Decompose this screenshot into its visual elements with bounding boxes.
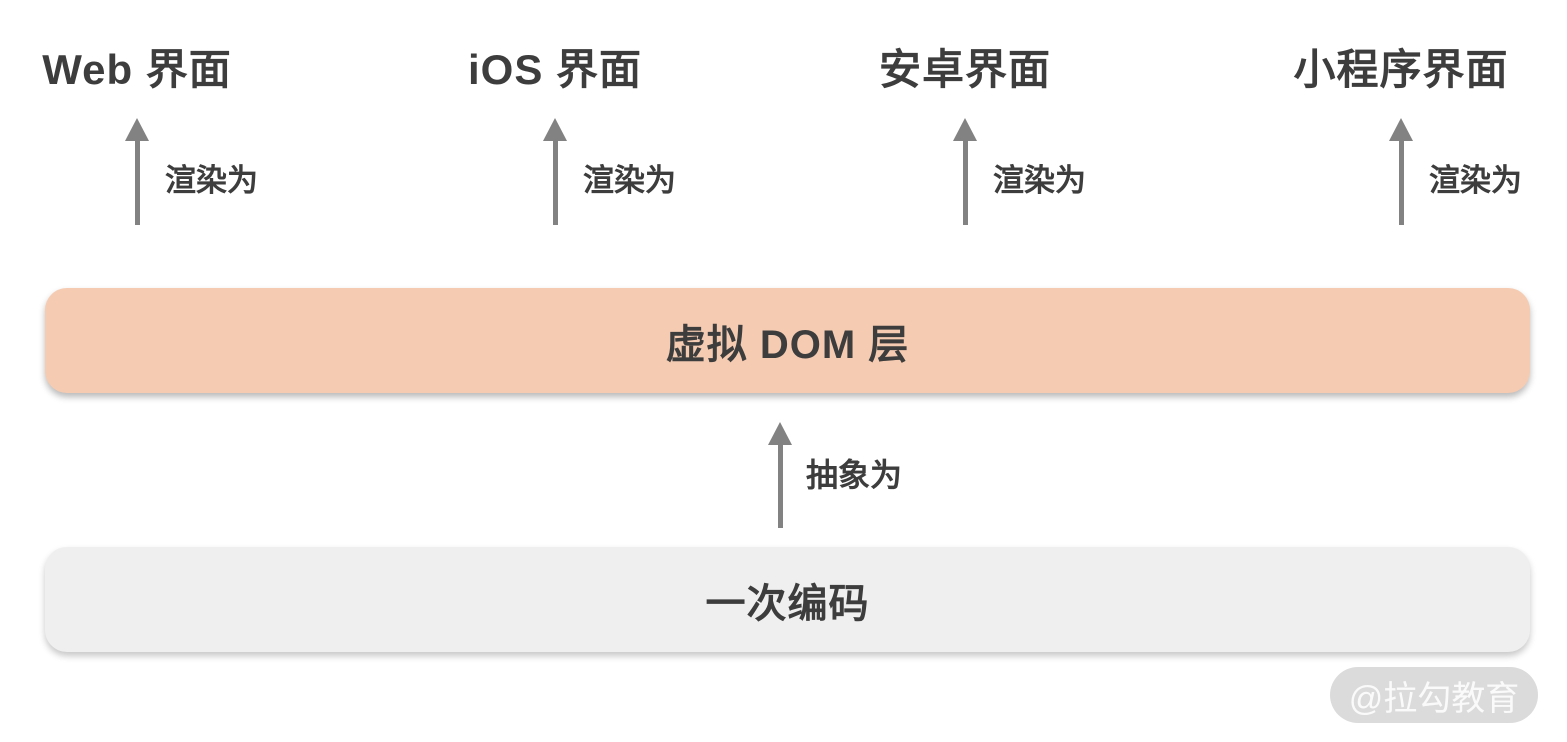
arrow-head-icon [768, 422, 792, 445]
render-arrow-android-icon [953, 118, 977, 225]
abstraction-arrow-label: 抽象为 [806, 457, 903, 493]
source-code-layer-label: 一次编码 [705, 581, 870, 626]
arrow-stem [134, 141, 140, 225]
platform-title-web: Web 界面 [42, 46, 232, 93]
render-arrow-label-web: 渲染为 [165, 163, 258, 198]
render-arrow-label-miniprogram: 渲染为 [1429, 163, 1522, 198]
virtual-dom-layer-box: 虚拟 DOM 层 [45, 288, 1530, 393]
render-arrow-label-android: 渲染为 [993, 163, 1086, 198]
platform-column-ios: iOS 界面 渲染为 [395, 0, 715, 235]
render-arrow-label-ios: 渲染为 [583, 163, 676, 198]
platform-title-android: 安卓界面 [878, 46, 1051, 93]
render-arrow-miniprogram-icon [1389, 118, 1413, 225]
platform-column-android: 安卓界面 渲染为 [805, 0, 1125, 235]
arrow-head-icon [543, 118, 567, 141]
arrow-stem [777, 445, 783, 528]
platform-column-web: Web 界面 渲染为 [0, 0, 297, 235]
platform-title-miniprogram: 小程序界面 [1293, 46, 1509, 93]
virtual-dom-layer-label: 虚拟 DOM 层 [665, 322, 910, 367]
arrow-head-icon [1389, 118, 1413, 141]
arrow-stem [1398, 141, 1404, 225]
watermark-badge: @拉勾教育 [1330, 667, 1538, 723]
source-code-layer-box: 一次编码 [45, 547, 1530, 652]
watermark-label: @拉勾教育 [1348, 679, 1520, 718]
render-arrow-ios-icon [543, 118, 567, 225]
render-arrow-web-icon [125, 118, 149, 225]
arrow-stem [962, 141, 968, 225]
arrow-head-icon [125, 118, 149, 141]
arrow-head-icon [953, 118, 977, 141]
arrow-stem [552, 141, 558, 225]
platform-column-miniprogram: 小程序界面 渲染为 [1241, 0, 1561, 235]
platform-title-ios: iOS 界面 [467, 46, 643, 93]
abstraction-arrow-icon [768, 422, 792, 528]
